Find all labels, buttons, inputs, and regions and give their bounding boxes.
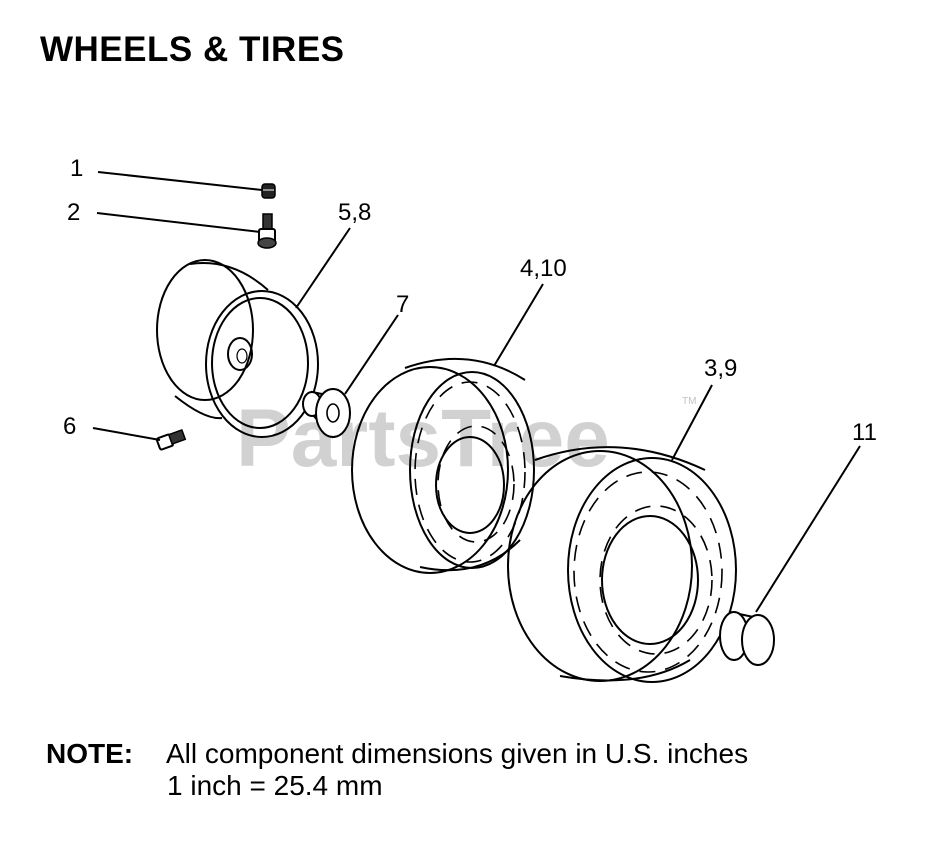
callout-2: 2 xyxy=(67,199,80,226)
callout-5-8: 5,8 xyxy=(338,199,371,226)
bushing-part[interactable] xyxy=(302,388,351,439)
watermark-tm: TM xyxy=(682,396,696,407)
callout-4-10: 4,10 xyxy=(520,255,567,282)
page-title: WHEELS & TIRES xyxy=(40,30,345,69)
screw-part[interactable] xyxy=(155,428,187,451)
callout-6: 6 xyxy=(63,413,76,440)
watermark-text: PartsTree xyxy=(236,393,610,484)
note-label: NOTE: xyxy=(46,738,134,769)
wheel-rim-part[interactable] xyxy=(156,259,319,438)
valve-cap-part[interactable] xyxy=(261,183,276,199)
rear-tire-part[interactable] xyxy=(507,446,737,683)
callout-3-9: 3,9 xyxy=(704,355,737,382)
dimension-note: NOTE: All component dimensions given in U… xyxy=(46,738,748,802)
note-line-1: All component dimensions given in U.S. i… xyxy=(166,738,749,769)
front-tire-part[interactable] xyxy=(351,357,535,574)
callout-1: 1 xyxy=(70,155,83,182)
callout-7: 7 xyxy=(396,291,409,318)
valve-stem-part[interactable] xyxy=(257,213,277,249)
leader-lines xyxy=(92,171,861,613)
hub-cap-part[interactable] xyxy=(719,610,775,666)
callout-11: 11 xyxy=(852,419,877,446)
note-line-2: 1 inch = 25.4 mm xyxy=(167,770,383,801)
